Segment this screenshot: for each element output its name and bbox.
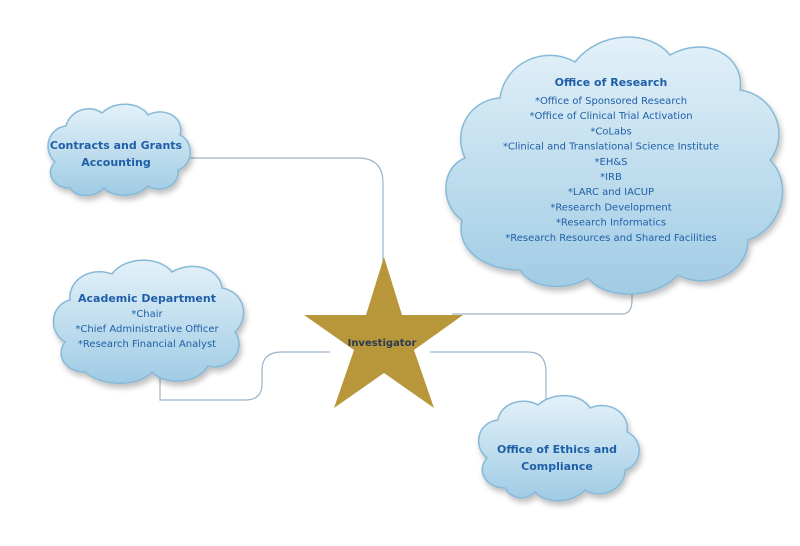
list-item: *Research Informatics [556, 218, 666, 229]
academic-department-title: Academic Department [78, 292, 216, 305]
list-item: *IRB [600, 172, 622, 183]
ethics-title-line-2: Compliance [521, 460, 593, 473]
connector-ethics [430, 351, 547, 412]
contracts-cloud [47, 103, 191, 197]
contracts-title-line-2: Accounting [81, 156, 151, 169]
office-of-research-cloud [445, 36, 784, 295]
list-item: *Chief Administrative Officer [75, 324, 219, 335]
list-item: *Research Development [550, 202, 671, 213]
list-item: *Office of Sponsored Research [535, 96, 687, 107]
list-item: *EH&S [595, 157, 628, 168]
office-of-research-title: Office of Research [555, 76, 668, 89]
ethics-title-line-1: Office of Ethics and [497, 443, 617, 456]
list-item: *Chair [131, 309, 163, 320]
office-of-research-items: *Office of Sponsored Research *Office of … [503, 96, 719, 244]
investigator-label: Investigator [348, 338, 417, 349]
list-item: *Research Resources and Shared Facilitie… [505, 233, 717, 244]
list-item: *Office of Clinical Trial Activation [529, 111, 692, 122]
list-item: *CoLabs [590, 126, 631, 137]
connector-research [452, 278, 633, 315]
list-item: *LARC and IACUP [568, 187, 654, 198]
ethics-compliance-cloud [477, 394, 640, 502]
academic-department-items: *Chair *Chief Administrative Officer *Rese… [75, 309, 219, 350]
investigator-star [304, 257, 463, 408]
connector-contracts [180, 157, 384, 285]
connectors [159, 157, 633, 412]
academic-department-cloud [52, 259, 245, 384]
list-item: *Clinical and Translational Science Inst… [503, 142, 719, 153]
list-item: *Research Financial Analyst [78, 339, 216, 350]
connector-academic [159, 351, 330, 401]
contracts-title-line-1: Contracts and Grants [50, 139, 183, 152]
